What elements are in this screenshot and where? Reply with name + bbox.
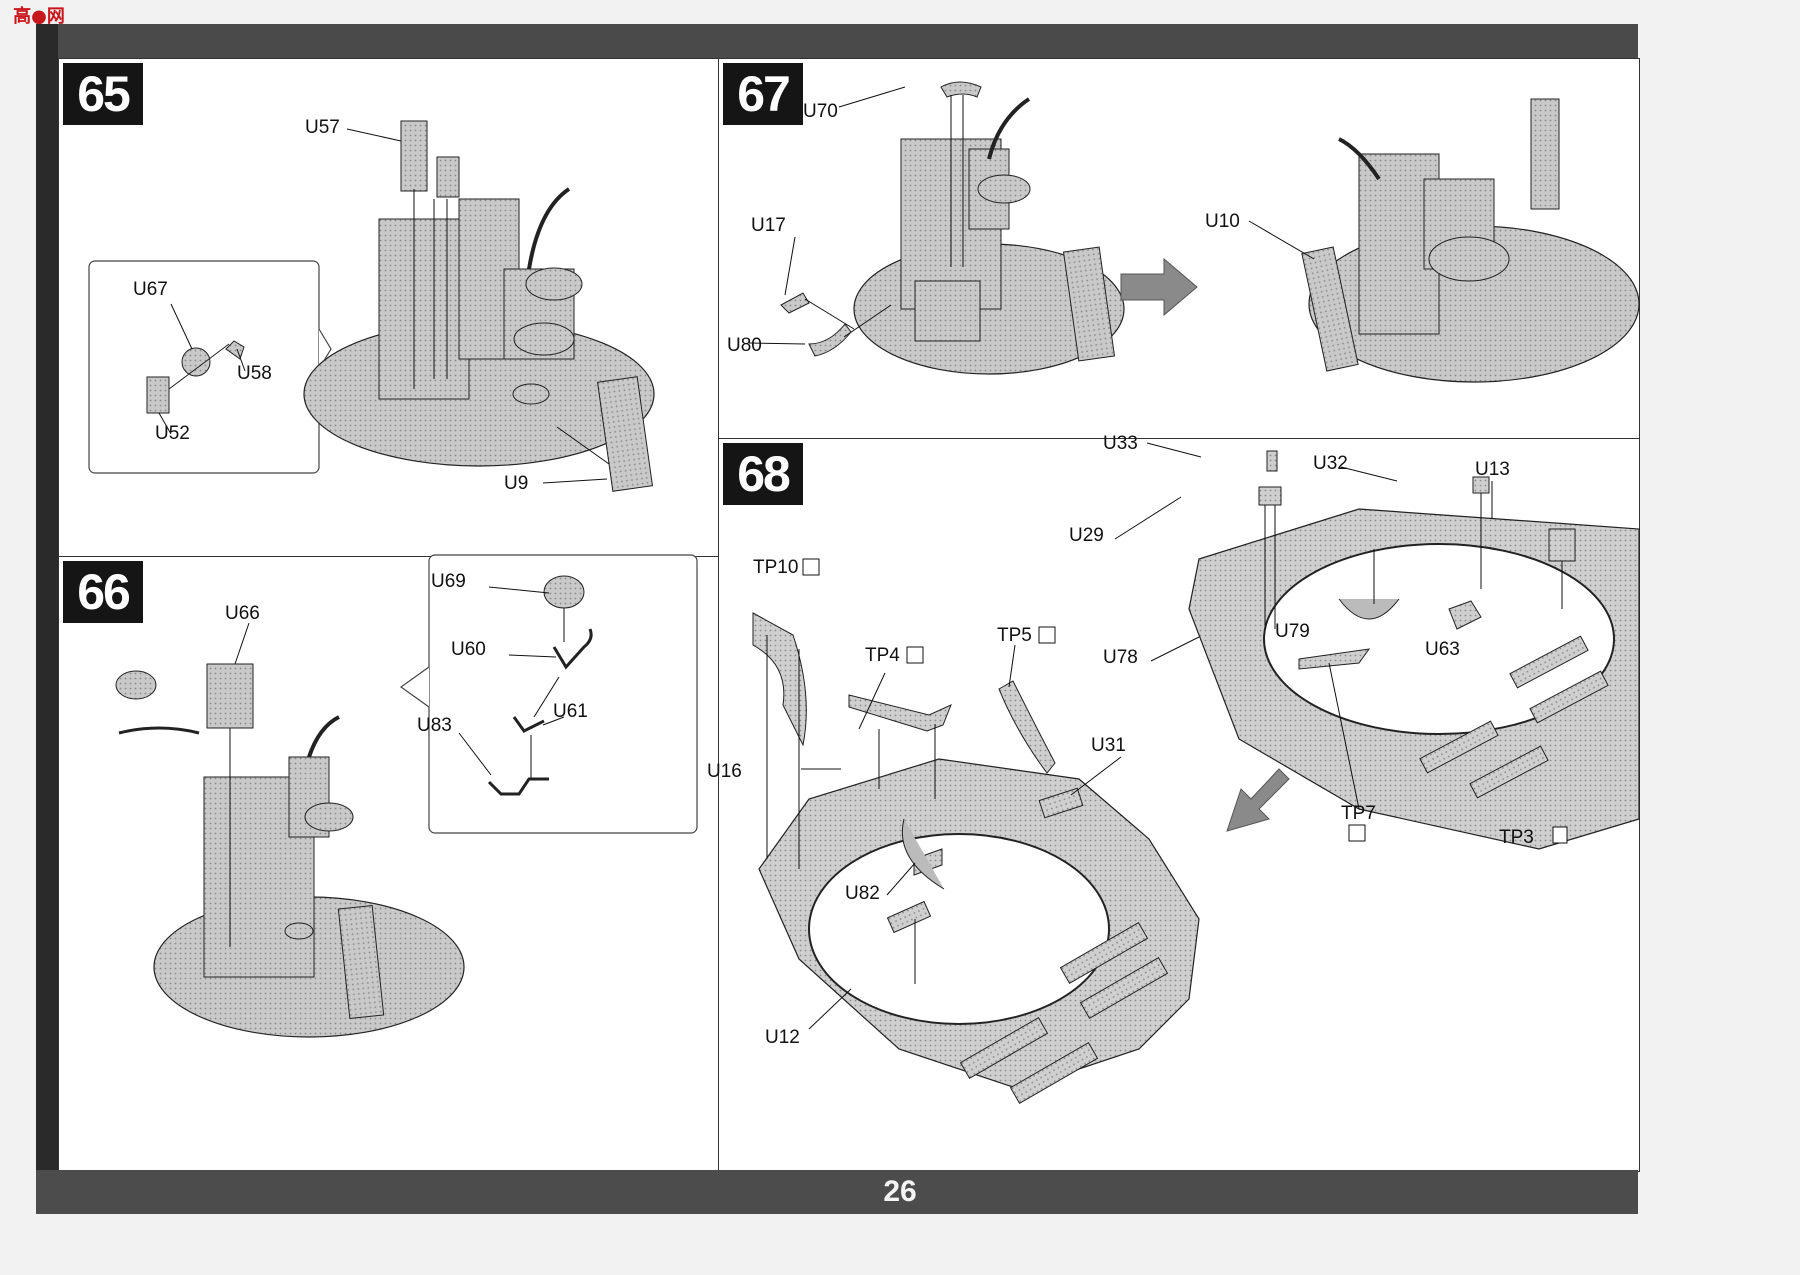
part-u57 <box>400 120 428 192</box>
step-number: 68 <box>723 443 803 505</box>
part-u29 <box>1258 486 1282 506</box>
part-u80 <box>808 323 852 357</box>
step-65-panel: 65 <box>58 58 720 558</box>
gun-breech <box>378 218 470 400</box>
arrow-down-left-icon <box>1226 768 1290 832</box>
part-tp7 <box>1298 648 1371 670</box>
label-u69: U69 <box>431 571 466 592</box>
part-u61 <box>512 716 545 733</box>
part-u79 <box>1338 598 1400 620</box>
part-u13 <box>1548 528 1576 562</box>
step-66-drawing: U66 U69 U60 U61 U83 <box>115 554 698 1038</box>
step-65-drawing: U57 U67 U58 U52 U9 <box>88 117 655 494</box>
part-tp4 <box>848 694 952 732</box>
label-u13: U13 <box>1475 459 1510 480</box>
label-tp3: TP3 <box>1499 827 1534 848</box>
label-tp10: TP10 <box>753 557 798 578</box>
part-u10 <box>1301 246 1359 372</box>
glue-warning-icon <box>906 646 924 664</box>
part-tp10 <box>752 612 807 747</box>
step-number: 67 <box>723 63 803 125</box>
page-number: 26 <box>883 1175 917 1208</box>
part-u83 <box>487 777 549 796</box>
label-u78: U78 <box>1103 647 1138 668</box>
label-u66: U66 <box>225 603 260 624</box>
label-u58: U58 <box>237 363 272 384</box>
label-tp5: TP5 <box>997 625 1032 646</box>
label-tp4: TP4 <box>865 645 900 666</box>
part-u52 <box>146 376 170 414</box>
step-67-panel: 67 <box>718 58 1640 440</box>
label-u52: U52 <box>155 423 190 444</box>
step-67-drawing: U70 U17 U80 U10 <box>727 81 1640 383</box>
label-u60: U60 <box>451 639 486 660</box>
brand-logo: 高●网 <box>13 6 65 27</box>
label-u67: U67 <box>133 279 168 300</box>
label-u16: U16 <box>707 761 742 782</box>
label-u31: U31 <box>1091 735 1126 756</box>
part-u31 <box>1038 787 1084 819</box>
glue-warning-icon <box>1552 826 1568 844</box>
part-u33 <box>1266 450 1278 472</box>
top-band <box>58 24 1638 58</box>
bottom-band <box>36 1170 1638 1214</box>
label-u17: U17 <box>751 215 786 236</box>
glue-warning-icon <box>1038 626 1056 644</box>
step-number: 66 <box>63 561 143 623</box>
step-66-panel: 66 <box>58 554 720 1172</box>
page-spine <box>36 24 58 1214</box>
label-u82: U82 <box>845 883 880 904</box>
label-u12: U12 <box>765 1027 800 1048</box>
glue-warning-icon <box>1348 824 1366 842</box>
part-u70 <box>940 81 982 98</box>
instruction-sheet: 高●网 65 <box>13 6 1640 1214</box>
arrow-right-icon <box>1120 257 1198 317</box>
label-u33: U33 <box>1103 433 1138 454</box>
label-u79: U79 <box>1275 621 1310 642</box>
label-u83: U83 <box>417 715 452 736</box>
label-u9: U9 <box>504 473 528 494</box>
label-u63: U63 <box>1425 639 1460 660</box>
glue-warning-icon <box>802 558 820 576</box>
label-u70: U70 <box>803 101 838 122</box>
label-tp7: TP7 <box>1341 803 1376 824</box>
label-u61: U61 <box>553 701 588 722</box>
part-u66 <box>206 663 254 729</box>
part-u63 <box>1448 600 1482 630</box>
label-u32: U32 <box>1313 453 1348 474</box>
step-number: 65 <box>63 63 143 125</box>
part-u9 <box>596 376 654 492</box>
part-u67 <box>181 347 211 377</box>
part-u69 <box>543 575 585 609</box>
label-u29: U29 <box>1069 525 1104 546</box>
label-u10: U10 <box>1205 211 1240 232</box>
step-68-panel: 68 <box>707 433 1640 1172</box>
part-u60 <box>552 628 593 670</box>
part-tp5 <box>998 680 1056 774</box>
step-68-drawing: U33 U32 U13 U29 U79 U63 U78 TP7 TP3 TP10… <box>707 433 1640 1104</box>
label-u57: U57 <box>305 117 340 138</box>
part-u17 <box>780 292 810 314</box>
label-u80: U80 <box>727 335 762 356</box>
